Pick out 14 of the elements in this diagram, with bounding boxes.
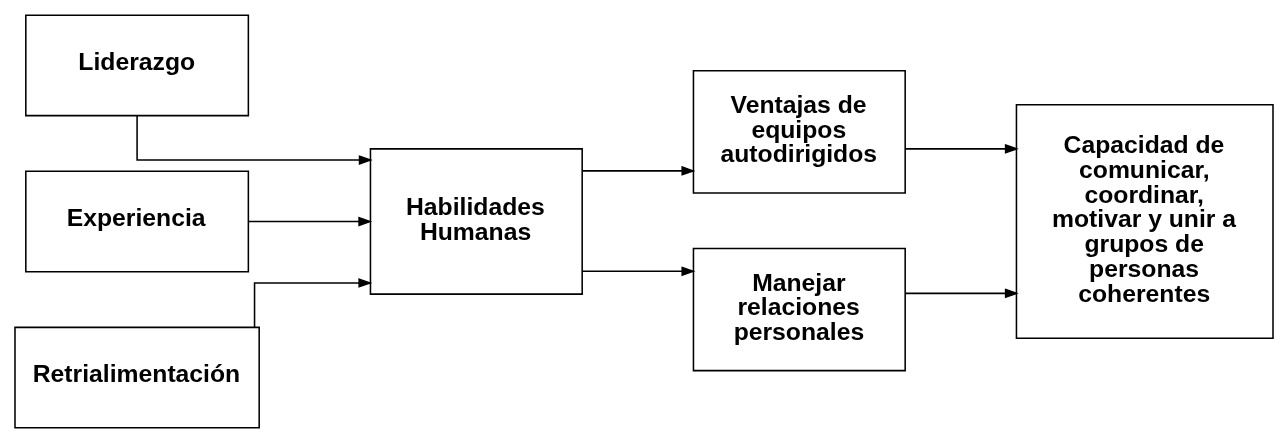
arrow — [136, 114, 373, 165]
node-box: Manejar relaciones personales — [692, 247, 906, 371]
arrow — [581, 165, 696, 176]
arrow — [904, 288, 1019, 298]
node-box: Experiencia — [25, 170, 250, 272]
arrow — [581, 265, 696, 276]
node-box: Habilidades Humanas — [369, 147, 583, 295]
node-box: Liderazgo — [25, 13, 250, 116]
arrow — [247, 216, 373, 226]
node-box: Retrialimentación — [14, 326, 260, 429]
node-box: Ventajas de equipos autodirigidos — [692, 69, 906, 194]
node-box: Capacidad de comunicar, coordinar, motivar y unir a grupos de personas coherentes — [1015, 103, 1274, 339]
arrow — [904, 143, 1019, 154]
arrow — [253, 277, 373, 328]
